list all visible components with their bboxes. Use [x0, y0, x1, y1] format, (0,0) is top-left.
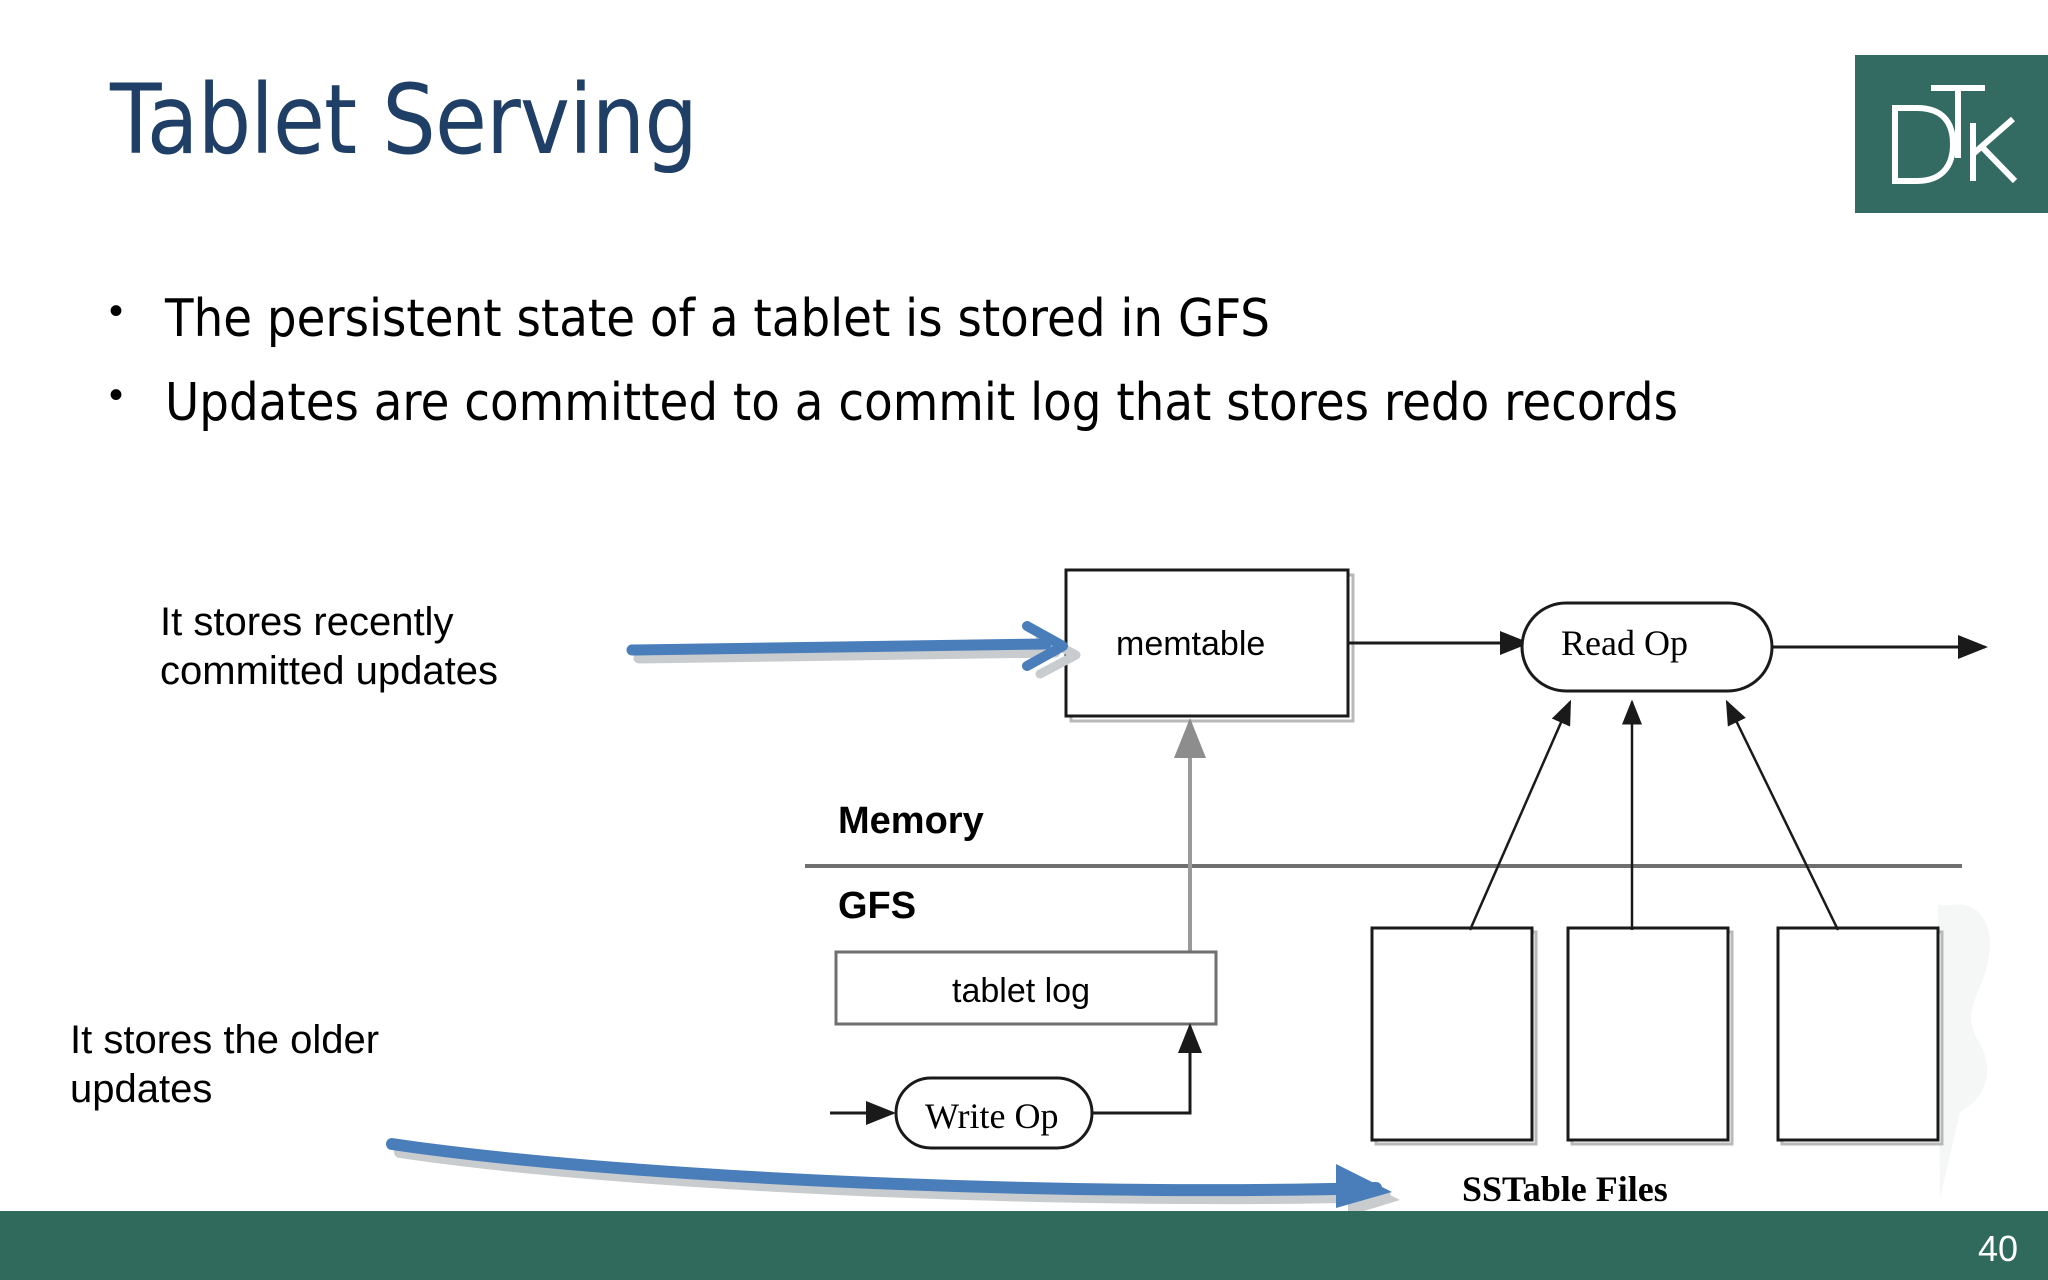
bullet-marker: • [109, 373, 124, 418]
footer-bar [0, 1211, 2048, 1280]
edge-writeop-to-tabletlog [1092, 1023, 1202, 1115]
write-op-label: Write Op [925, 1096, 1059, 1136]
decorative-smudge [1938, 904, 1990, 1198]
sstable-file-box [1370, 926, 1538, 1146]
bullet-text: The persistent state of a tablet is stor… [165, 289, 1271, 349]
list-item: • Updates are committed to a commit log … [105, 374, 1865, 432]
annotation-sstable: It stores the older updates [70, 1018, 380, 1111]
page-number: 40 [1977, 1228, 2018, 1269]
memory-label: Memory [838, 800, 984, 842]
bullet-marker: • [109, 289, 124, 333]
annotation-arrow-bottom [386, 1138, 1400, 1216]
page-title: Tablet Serving [110, 64, 698, 176]
bullet-list: • The persistent state of a tablet is st… [105, 290, 1865, 458]
bullet-text: Updates are committed to a commit log th… [165, 373, 1678, 434]
edge-sstable1-to-readop [1468, 699, 1572, 931]
sstable-files-label: SSTable Files [1462, 1169, 1668, 1209]
list-item: • The persistent state of a tablet is st… [105, 290, 1865, 348]
annotation-arrow-top [626, 621, 1081, 679]
read-op-label: Read Op [1561, 623, 1688, 663]
memtable-label: memtable [1116, 625, 1266, 663]
gfs-label: GFS [838, 885, 917, 927]
sstable-file-box [1566, 926, 1734, 1146]
edge-sstable3-to-readop [1725, 699, 1840, 931]
dtk-logo [1855, 55, 2048, 213]
sstable-file-box [1776, 926, 1944, 1146]
annotation-memtable: It stores recently committed updates [160, 600, 498, 693]
tablet-log-label: tablet log [952, 972, 1090, 1010]
